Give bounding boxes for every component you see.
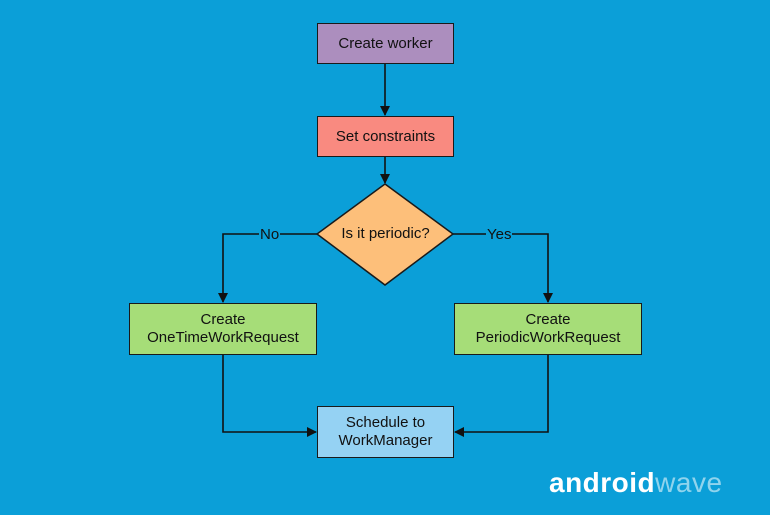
periodic-work-request-node: Create PeriodicWorkRequest (454, 303, 642, 355)
decision-diamond (315, 183, 455, 286)
schedule-line2: WorkManager (338, 432, 433, 449)
periodic-line1: Create (525, 311, 571, 328)
no-edge-label: No (259, 226, 281, 244)
androidwave-logo: androidwave (549, 468, 723, 498)
yes-edge-label: Yes (486, 226, 513, 244)
one-time-line2: OneTimeWorkRequest (147, 329, 299, 346)
arrow-yes-branch (453, 233, 553, 303)
periodic-line2: PeriodicWorkRequest (475, 329, 621, 346)
one-time-work-request-node: Create OneTimeWorkRequest (129, 303, 317, 355)
logo-android-text: android (549, 467, 656, 498)
one-time-line1: Create (200, 311, 246, 328)
create-worker-node: Create worker (317, 23, 454, 64)
arrow-no-branch (218, 233, 317, 303)
decision-label: Is it periodic? (341, 225, 430, 242)
create-worker-label: Create worker (338, 34, 433, 52)
schedule-to-workmanager-node: Schedule to WorkManager (317, 406, 454, 458)
set-constraints-node: Set constraints (317, 116, 454, 157)
set-constraints-label: Set constraints (335, 127, 436, 145)
arrow-periodic-to-schedule (454, 355, 549, 437)
arrow-onetime-to-schedule (222, 355, 317, 437)
logo-wave-text: wave (655, 467, 723, 498)
schedule-line1: Schedule to (345, 414, 426, 431)
